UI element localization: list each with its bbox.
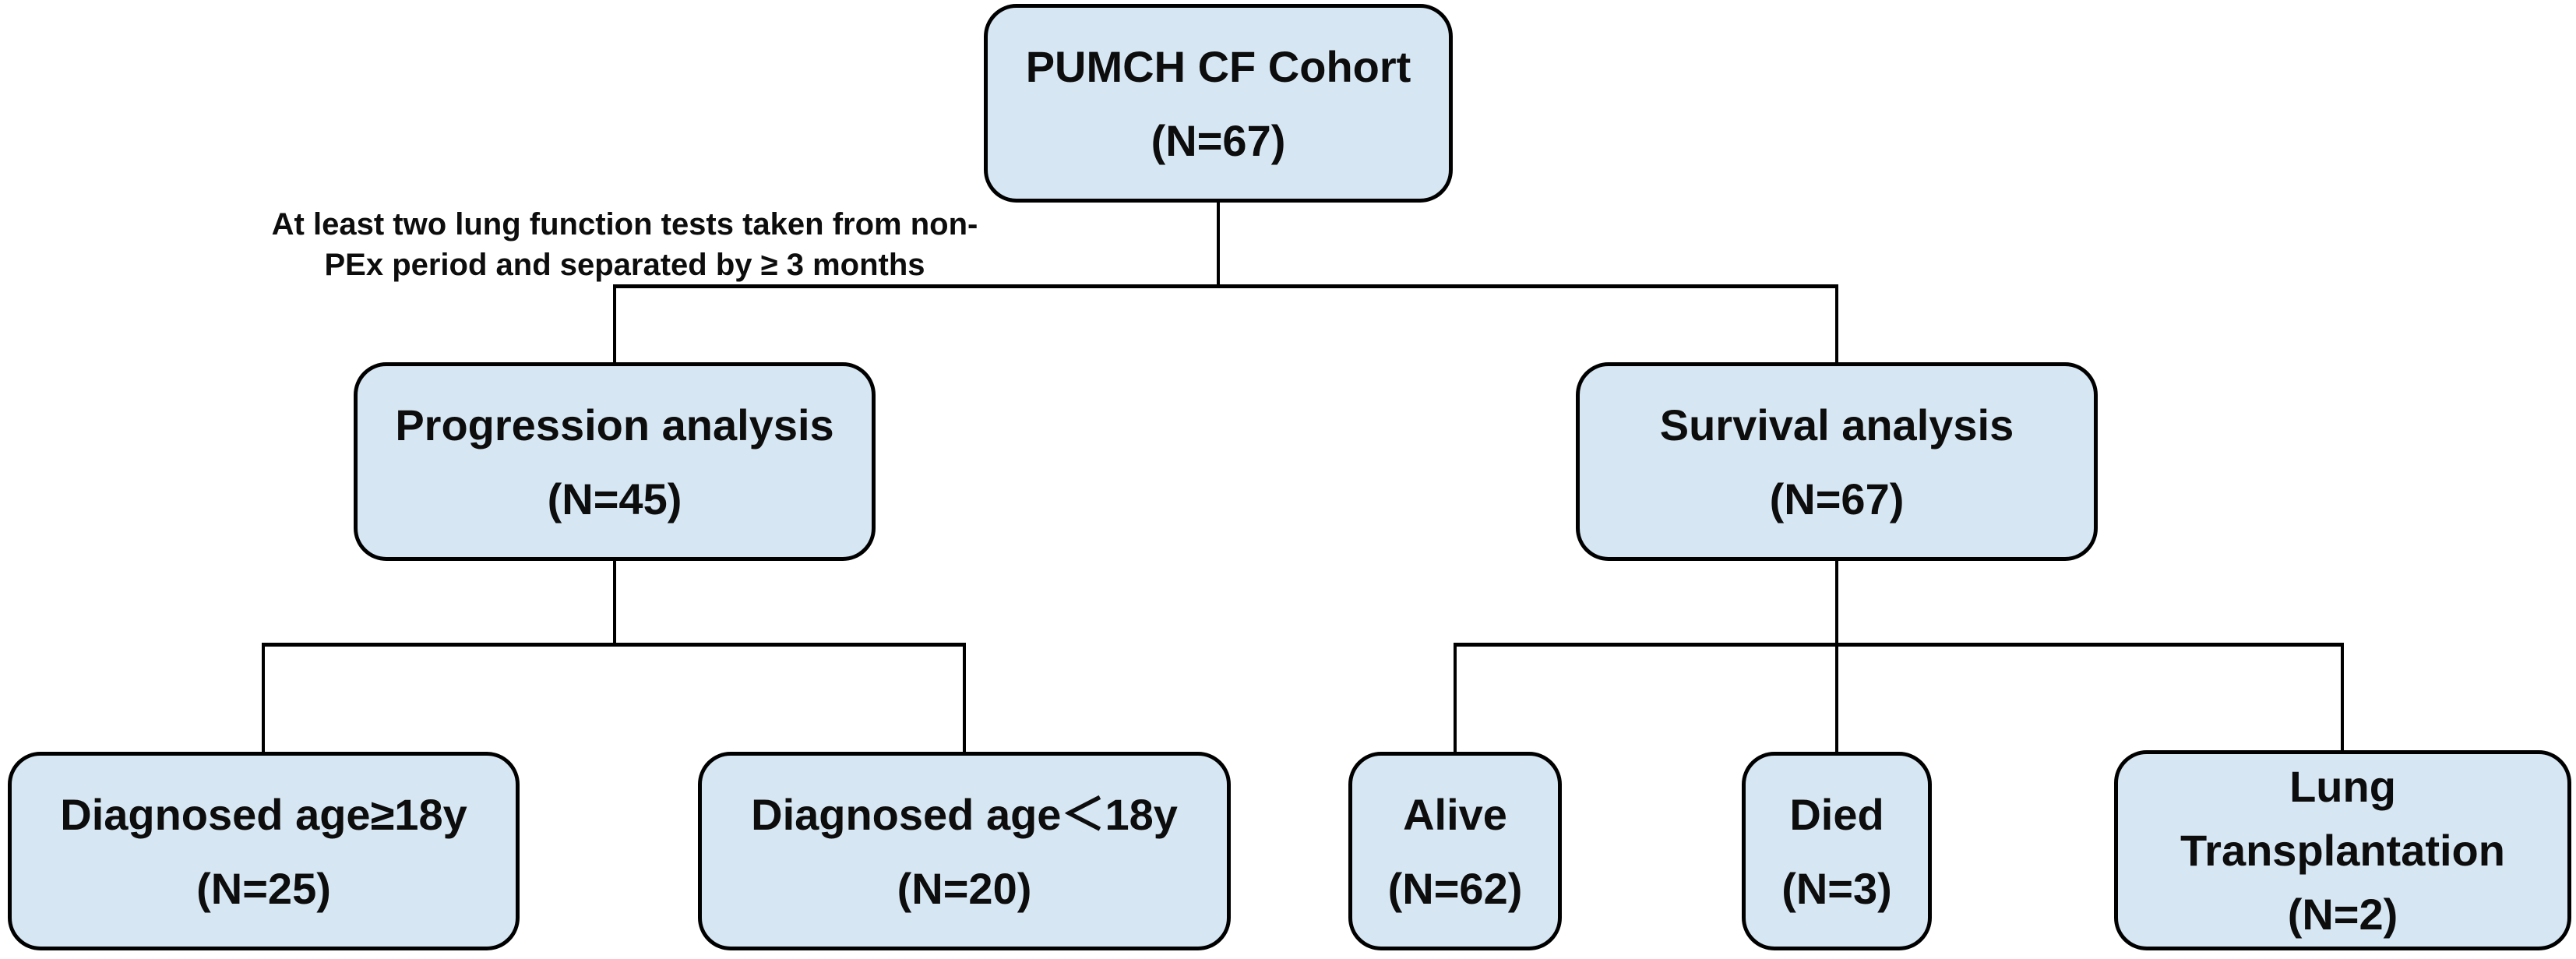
- node-count: (N=20): [897, 863, 1032, 913]
- connector-progression-bar: [262, 643, 966, 647]
- connector-level1-bar: [613, 284, 1838, 288]
- inclusion-criteria-annotation: At least two lung function tests taken f…: [212, 204, 1038, 285]
- node-count: (N=3): [1781, 863, 1892, 913]
- node-title: Diagnosed age≥18y: [60, 789, 467, 839]
- node-count: (N=67): [1769, 474, 1905, 524]
- node-count: (N=45): [547, 474, 682, 524]
- connector-died-drop: [1835, 643, 1838, 754]
- connector-survival-drop: [1835, 284, 1838, 365]
- connector-age-ge18-drop: [262, 643, 265, 754]
- node-title: Alive: [1403, 789, 1507, 839]
- node-lung-transplantation: Lung Transplantation (N=2): [2114, 750, 2571, 950]
- node-progression-analysis: Progression analysis (N=45): [354, 362, 876, 561]
- connector-lung-transplant-drop: [2341, 643, 2344, 754]
- node-diagnosed-age-lt-18y: Diagnosed age＜18y (N=20): [698, 752, 1231, 950]
- node-title: PUMCH CF Cohort: [1025, 41, 1411, 91]
- node-title: Died: [1789, 789, 1884, 839]
- connector-alive-drop: [1454, 643, 1457, 754]
- node-pumch-cf-cohort: PUMCH CF Cohort (N=67): [984, 4, 1453, 203]
- connector-survival-stem: [1835, 559, 1838, 647]
- node-count: (N=67): [1151, 115, 1286, 165]
- connector-age-lt18-drop: [963, 643, 966, 754]
- node-title: Lung: [2289, 761, 2396, 811]
- node-alive: Alive (N=62): [1348, 752, 1562, 950]
- node-title-2: Transplantation: [2180, 825, 2505, 875]
- node-title: Progression analysis: [395, 400, 834, 450]
- node-diagnosed-age-ge-18y: Diagnosed age≥18y (N=25): [8, 752, 520, 950]
- connector-progression-stem: [613, 559, 616, 647]
- node-survival-analysis: Survival analysis (N=67): [1576, 362, 2098, 561]
- connector-survival-bar: [1454, 643, 2344, 647]
- node-count: (N=25): [196, 863, 331, 913]
- connector-progression-drop: [613, 284, 616, 365]
- node-died: Died (N=3): [1742, 752, 1932, 950]
- annotation-line-1: At least two lung function tests taken f…: [271, 207, 978, 242]
- connector-root-stem: [1217, 203, 1220, 287]
- node-title: Survival analysis: [1659, 400, 2014, 450]
- node-count: (N=62): [1387, 863, 1523, 913]
- node-count: (N=2): [2287, 889, 2398, 939]
- node-title: Diagnosed age＜18y: [751, 789, 1178, 839]
- annotation-line-2: PEx period and separated by ≥ 3 months: [324, 248, 925, 282]
